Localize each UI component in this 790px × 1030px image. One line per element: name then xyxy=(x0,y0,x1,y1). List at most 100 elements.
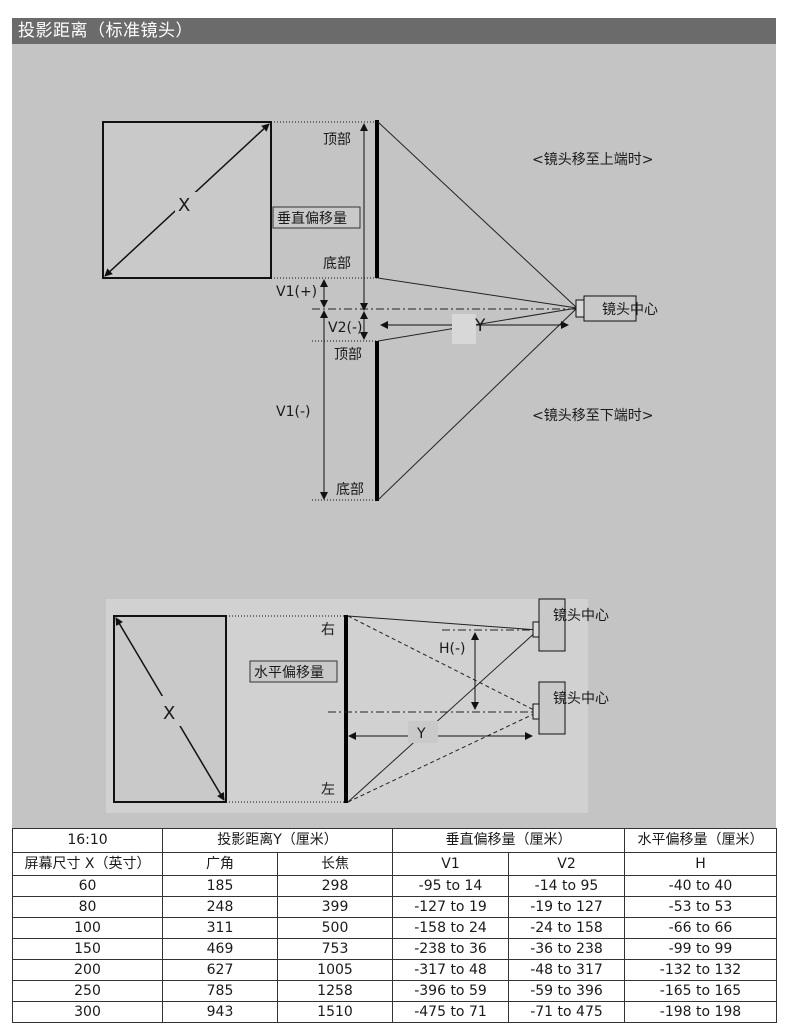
projection-line xyxy=(347,711,539,803)
v2-minus-label: V2(-) xyxy=(328,320,362,336)
table-cell: -36 to 238 xyxy=(508,938,625,960)
table-cell: -317 to 48 xyxy=(392,959,509,981)
header-tele: 长焦 xyxy=(277,852,393,876)
vertical-shift-diagram: X 顶部 垂直偏移量 底部 V1 xyxy=(102,120,658,501)
table-cell: -14 to 95 xyxy=(508,875,625,897)
header-vertical-shift: 垂直偏移量（厘米） xyxy=(392,828,625,853)
table-cell: 311 xyxy=(162,917,278,939)
lens-down-caption: <镜头移至下端时> xyxy=(532,408,653,424)
vertical-shift-label-box xyxy=(272,206,361,229)
header-v1: V1 xyxy=(392,852,509,876)
top-label-lower: 顶部 xyxy=(334,347,362,363)
v1-plus-label: V1(+) xyxy=(276,284,317,300)
table-cell: -132 to 132 xyxy=(624,959,777,981)
table-cell: -53 to 53 xyxy=(624,896,777,918)
table-cell: 1005 xyxy=(277,959,393,981)
projection-line xyxy=(347,615,539,631)
lens-center-label-top: 镜头中心 xyxy=(553,608,609,624)
table-header-row: 16:10 投影距离Y（厘米） 垂直偏移量（厘米） 水平偏移量（厘米） xyxy=(12,828,777,853)
table-cell: 785 xyxy=(162,980,278,1002)
projection-line xyxy=(347,615,539,713)
horizontal-shift-label-box xyxy=(249,660,338,683)
h-minus-label: H(-) xyxy=(439,641,466,657)
table-cell: 753 xyxy=(277,938,393,960)
table-row: 100 311 500 -158 to 24 -24 to 158 -66 to… xyxy=(12,917,777,939)
table-row: 60 185 298 -95 to 14 -14 to 95 -40 to 40 xyxy=(12,875,777,897)
table-subheader-row: 屏幕尺寸 X（英寸） 广角 长焦 V1 V2 H xyxy=(12,852,777,876)
distance-label-bg xyxy=(408,721,438,743)
table-cell: 1258 xyxy=(277,980,393,1002)
table-cell: 100 xyxy=(12,917,163,939)
table-row: 150 469 753 -238 to 36 -36 to 238 -99 to… xyxy=(12,938,777,960)
table-cell: 60 xyxy=(12,875,163,897)
projector-body-icon xyxy=(538,681,566,735)
x-label-bg xyxy=(161,696,183,726)
distance-label: Y xyxy=(416,726,426,742)
header-throw-distance: 投影距离Y（厘米） xyxy=(162,828,393,853)
projection-line xyxy=(377,277,578,309)
horizontal-shift-diagram: X H(-) 右 水平偏移量 左 Y xyxy=(106,598,609,813)
projection-line xyxy=(347,629,539,803)
table-row: 300 943 1510 -475 to 71 -71 to 475 -198 … xyxy=(12,1001,777,1023)
header-h: H xyxy=(624,852,777,876)
table-cell: 500 xyxy=(277,917,393,939)
bottom-label-upper: 底部 xyxy=(323,256,351,272)
table-cell: -396 to 59 xyxy=(392,980,509,1002)
table-cell: -66 to 66 xyxy=(624,917,777,939)
lens-icon xyxy=(575,299,585,318)
header-v2: V2 xyxy=(508,852,625,876)
lens-icon xyxy=(532,621,540,638)
projection-line xyxy=(377,121,578,309)
x-label-bg xyxy=(175,192,197,216)
header-wide: 广角 xyxy=(162,852,278,876)
projector-body-icon xyxy=(583,295,637,322)
distance-label: Y xyxy=(474,316,486,336)
header-horizontal-shift: 水平偏移量（厘米） xyxy=(624,828,777,853)
vertical-shift-label: 垂直偏移量 xyxy=(277,210,347,227)
table-cell: -40 to 40 xyxy=(624,875,777,897)
header-aspect-ratio: 16:10 xyxy=(12,828,163,853)
table-cell: 80 xyxy=(12,896,163,918)
table-cell: 399 xyxy=(277,896,393,918)
top-label-upper: 顶部 xyxy=(323,132,351,148)
lens-icon xyxy=(532,703,540,720)
lens-center-label-bottom: 镜头中心 xyxy=(553,691,609,707)
table-cell: 1510 xyxy=(277,1001,393,1023)
bottom-label-lower: 底部 xyxy=(336,482,364,498)
diagram-panel: X 顶部 垂直偏移量 底部 V1 xyxy=(12,44,776,828)
table-cell: 300 xyxy=(12,1001,163,1023)
page-title: 投影距离（标准镜头） xyxy=(12,18,776,44)
table-cell: 250 xyxy=(12,980,163,1002)
table-cell: -475 to 71 xyxy=(392,1001,509,1023)
horizontal-shift-label: 水平偏移量 xyxy=(254,665,324,681)
table-cell: 150 xyxy=(12,938,163,960)
left-label: 左 xyxy=(321,782,335,798)
table-cell: 627 xyxy=(162,959,278,981)
table-cell: 185 xyxy=(162,875,278,897)
table-cell: 469 xyxy=(162,938,278,960)
table-cell: 298 xyxy=(277,875,393,897)
table-cell: -24 to 158 xyxy=(508,917,625,939)
table-cell: -238 to 36 xyxy=(392,938,509,960)
table-cell: 248 xyxy=(162,896,278,918)
table-cell: 200 xyxy=(12,959,163,981)
right-label: 右 xyxy=(321,622,335,638)
table-cell: -99 to 99 xyxy=(624,938,777,960)
lens-up-caption: <镜头移至上端时> xyxy=(532,152,653,168)
screen-size-label: X xyxy=(163,703,175,724)
table-cell: -127 to 19 xyxy=(392,896,509,918)
screen-size-label: X xyxy=(178,195,190,216)
projection-line xyxy=(377,307,578,501)
table-cell: -158 to 24 xyxy=(392,917,509,939)
table-row: 200 627 1005 -317 to 48 -48 to 317 -132 … xyxy=(12,959,777,981)
table-cell: -165 to 165 xyxy=(624,980,777,1002)
projection-diagram: X 顶部 垂直偏移量 底部 V1 xyxy=(102,120,658,813)
table-row: 80 248 399 -127 to 19 -19 to 127 -53 to … xyxy=(12,896,777,918)
projector-body-icon xyxy=(538,598,566,652)
table-cell: 943 xyxy=(162,1001,278,1023)
table-cell: -71 to 475 xyxy=(508,1001,625,1023)
projection-spec-table: 16:10 投影距离Y（厘米） 垂直偏移量（厘米） 水平偏移量（厘米） 屏幕尺寸… xyxy=(12,828,777,1023)
table-cell: -19 to 127 xyxy=(508,896,625,918)
lens-center-label: 镜头中心 xyxy=(602,302,658,318)
v1-minus-label: V1(-) xyxy=(276,404,310,420)
